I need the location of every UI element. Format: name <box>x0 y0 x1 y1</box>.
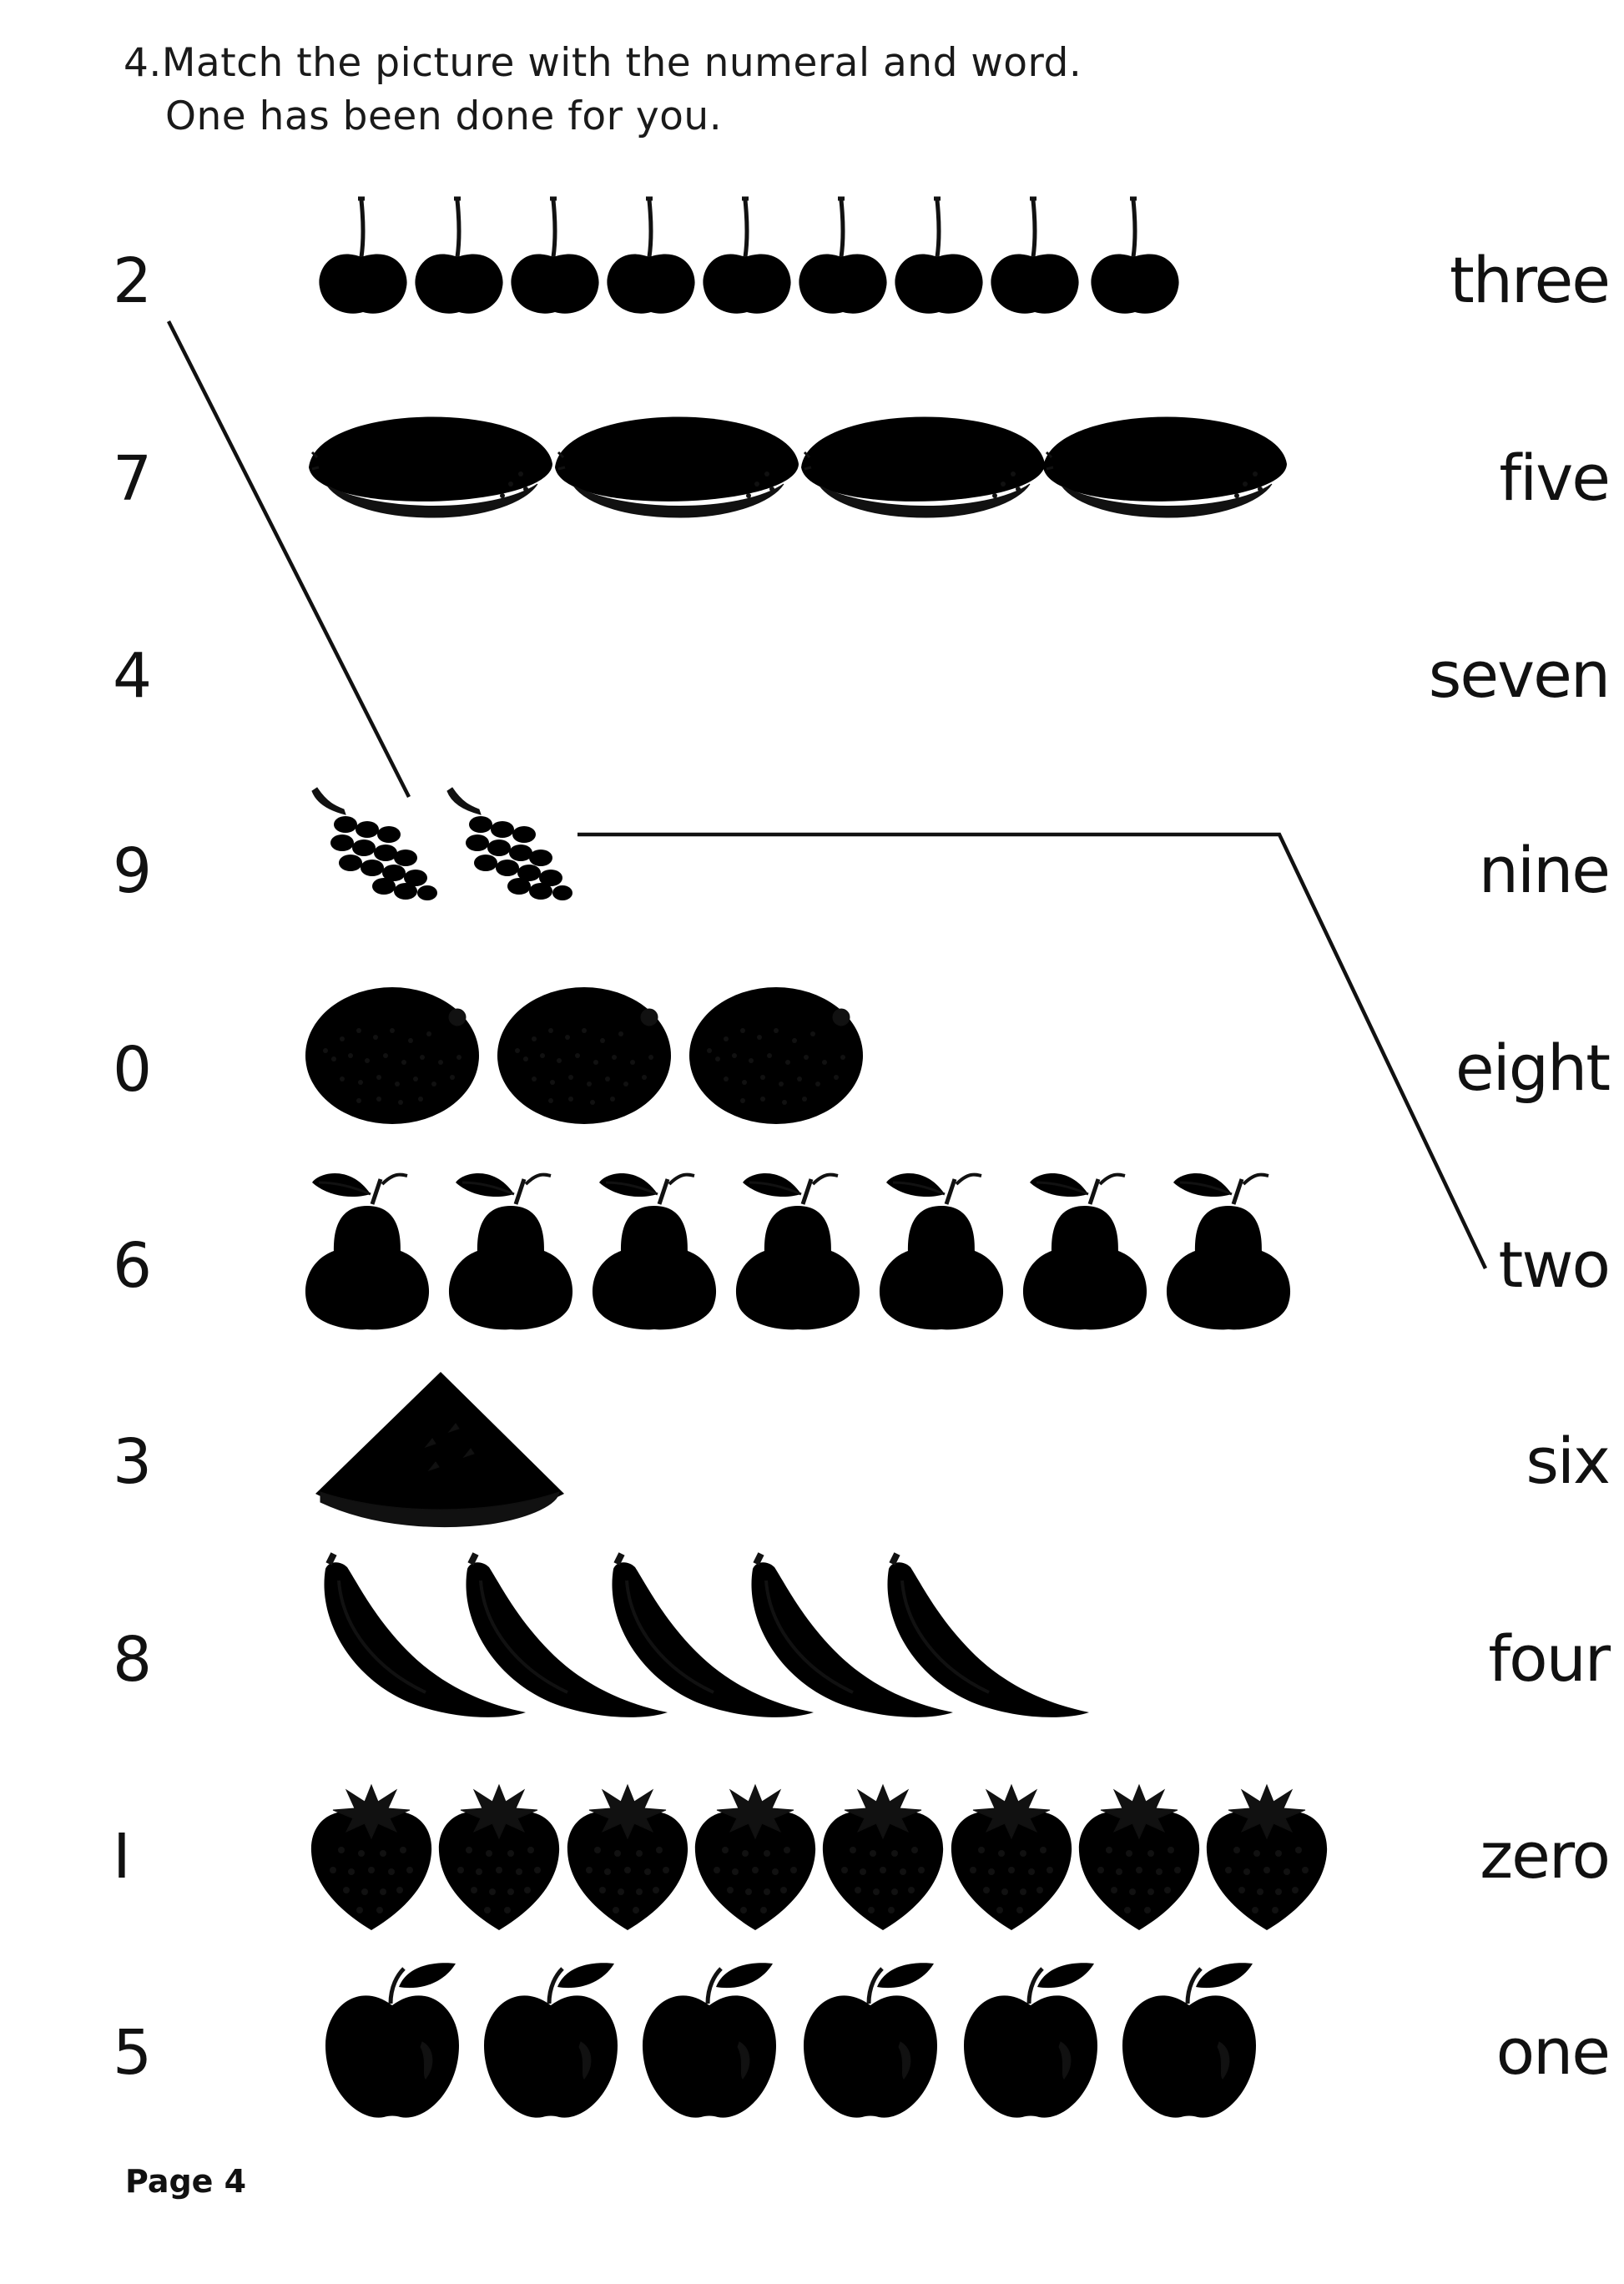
numeral[interactable]: 3 <box>113 1426 153 1498</box>
apple-icon <box>325 1963 459 2117</box>
cherry-row[interactable] <box>319 199 1178 314</box>
strawberry-icon <box>567 1784 688 1931</box>
lemon-row[interactable] <box>307 415 1289 519</box>
cherry-icon <box>607 199 694 314</box>
orange-icon <box>497 986 672 1125</box>
apple-icon <box>1122 1963 1256 2117</box>
cherry-icon <box>799 199 886 314</box>
match-line-numeral-to-picture <box>166 320 411 799</box>
pear-icon <box>736 1173 860 1329</box>
strawberry-icon <box>822 1784 944 1931</box>
pear-row[interactable] <box>305 1173 1290 1329</box>
cherry-icon <box>703 199 790 314</box>
grapes-row[interactable] <box>311 787 573 901</box>
numeral[interactable]: 8 <box>113 1624 153 1696</box>
orange-row[interactable] <box>305 986 864 1125</box>
numeral[interactable]: 7 <box>113 443 153 515</box>
number-word[interactable]: one <box>1495 2014 1611 2089</box>
lemon-icon <box>1041 415 1289 519</box>
number-word[interactable]: zero <box>1480 1818 1611 1893</box>
picture-rows <box>305 199 1328 2118</box>
numeral[interactable]: 0 <box>113 1034 153 1106</box>
strawberry-icon <box>438 1784 560 1931</box>
strawberry-icon <box>951 1784 1072 1931</box>
page-number: Page 4 <box>125 2163 247 2200</box>
example-match-lines <box>166 320 1488 1269</box>
orange-icon <box>305 986 480 1125</box>
number-word[interactable]: six <box>1526 1424 1611 1498</box>
strawberry-icon <box>1078 1784 1200 1931</box>
cherry-icon <box>1091 199 1178 314</box>
pear-icon <box>1167 1173 1290 1329</box>
numeral[interactable]: 9 <box>113 835 153 907</box>
apple-icon <box>643 1963 776 2117</box>
lemon-icon <box>799 415 1047 519</box>
number-word[interactable]: five <box>1499 441 1611 515</box>
strawberry-icon <box>310 1784 432 1931</box>
numeral[interactable]: 2 <box>113 245 153 317</box>
strawberry-icon <box>694 1784 816 1931</box>
cherry-icon <box>991 199 1078 314</box>
apple-row[interactable] <box>325 1963 1256 2117</box>
strawberry-row[interactable] <box>310 1784 1328 1931</box>
pear-icon <box>593 1173 716 1329</box>
strawberry-icon <box>1206 1784 1328 1931</box>
cherry-icon <box>415 199 502 314</box>
pear-icon <box>449 1173 572 1329</box>
grapes-icon <box>446 787 573 901</box>
pear-icon <box>1023 1173 1147 1329</box>
apple-icon <box>964 1963 1097 2117</box>
number-word[interactable]: two <box>1498 1228 1611 1302</box>
instruction-line-1: 4.Match the picture with the numeral and… <box>124 40 1082 86</box>
grapes-icon <box>311 787 438 901</box>
number-word[interactable]: four <box>1488 1621 1611 1696</box>
banana-row[interactable] <box>324 1554 1089 1717</box>
pear-icon <box>880 1173 1003 1329</box>
numeral[interactable]: 5 <box>113 2017 153 2089</box>
apple-icon <box>484 1963 618 2117</box>
watermelon-icon <box>315 1371 565 1528</box>
number-word[interactable]: three <box>1449 243 1611 317</box>
instruction-line-2: One has been done for you. <box>165 93 723 139</box>
number-word[interactable]: eight <box>1455 1031 1611 1105</box>
lemon-icon <box>307 415 554 519</box>
numeral[interactable]: I <box>113 1821 131 1893</box>
lemon-icon <box>553 415 800 519</box>
number-word[interactable]: nine <box>1478 833 1611 907</box>
orange-icon <box>688 986 864 1125</box>
number-word[interactable]: seven <box>1428 638 1611 712</box>
numeral[interactable]: 4 <box>113 640 153 712</box>
apple-icon <box>804 1963 937 2117</box>
numeral[interactable]: 6 <box>113 1230 153 1302</box>
pear-icon <box>305 1173 429 1329</box>
watermelon-row[interactable] <box>315 1371 565 1528</box>
banana-icon <box>887 1554 1089 1717</box>
cherry-icon <box>511 199 598 314</box>
match-line-picture-to-word <box>577 832 1488 1269</box>
cherry-icon <box>895 199 982 314</box>
cherry-icon <box>319 199 406 314</box>
